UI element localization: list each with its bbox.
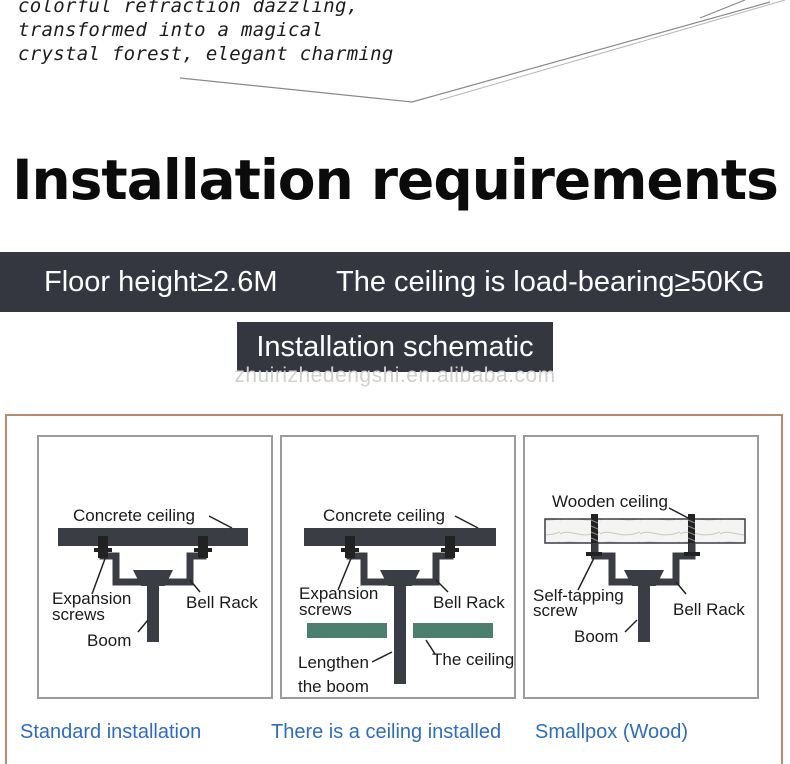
schematic-diagrams: Concrete ceiling Expansion screws Bell R… <box>37 435 759 699</box>
expansion-screw-left <box>98 536 108 558</box>
panel-2-rack-label: Bell Rack <box>433 593 505 612</box>
panel-3-boom-label: Boom <box>574 627 618 646</box>
caption-wood: Smallpox (Wood) <box>535 721 689 743</box>
panel-2-boom-label-1: Lengthen <box>298 653 369 672</box>
false-ceiling-left <box>307 623 387 638</box>
panel-1-rack-label: Bell Rack <box>186 593 258 612</box>
boom-rod-3 <box>638 586 650 642</box>
decorative-callout-lines <box>179 0 786 103</box>
false-ceiling-right <box>413 623 493 638</box>
panel-3-screw-label-2: screw <box>533 601 578 620</box>
concrete-ceiling-slab <box>58 528 248 546</box>
panel-3-rack-label: Bell Rack <box>673 600 745 619</box>
schematic-frame <box>5 414 783 764</box>
panel-3-border <box>523 435 759 699</box>
panel-3-diagram: Wooden ceiling Self-tapping screw Bell R… <box>533 492 746 646</box>
panel-2-false-ceiling-label: The ceiling <box>432 650 514 669</box>
concrete-ceiling-slab-2 <box>304 528 496 546</box>
panel-3-screw-label-1: Self-tapping <box>533 586 624 605</box>
self-tapping-screw-left <box>591 514 598 558</box>
panel-1-border <box>37 435 273 699</box>
watermark: zhuirizhedengshi.en.alibaba.com <box>234 364 556 387</box>
panel-1-ceiling-label: Concrete ceiling <box>73 506 195 525</box>
intro-line-3: crystal forest, elegant charming <box>18 43 394 65</box>
self-tapping-screw-right <box>688 514 695 558</box>
panel-2-screw-label-1: Expansion <box>299 584 378 603</box>
panel-3-ceiling-label: Wooden ceiling <box>552 492 668 511</box>
caption-ceiling-installed: There is a ceiling installed <box>271 721 502 743</box>
expansion-screw-right <box>198 536 208 558</box>
panel-1-screw-label-2: screws <box>52 605 105 624</box>
panel-1-screw-label-1: Expansion <box>52 589 131 608</box>
ceiling-load-requirement: The ceiling is load-bearing≥50KG <box>336 266 765 298</box>
requirements-band: Floor height≥2.6M The ceiling is load-be… <box>0 252 790 312</box>
panel-2-diagram: Concrete ceiling Expansion screws Bell R… <box>298 506 514 696</box>
boom-rod <box>147 586 159 642</box>
panel-1-boom-label: Boom <box>87 631 131 650</box>
wooden-ceiling-board <box>544 518 746 544</box>
panel-1-diagram: Concrete ceiling Expansion screws Bell R… <box>52 506 258 650</box>
intro-text: colorful refraction dazzling, transforme… <box>18 0 438 66</box>
lengthened-boom-rod <box>394 586 406 684</box>
canopy-cup <box>133 570 173 586</box>
page-title: Installation requirements <box>12 148 779 212</box>
panel-2-boom-label-2: the boom <box>298 677 369 696</box>
schematic-title: Installation schematic <box>237 322 553 372</box>
caption-standard-installation: Standard installation <box>20 721 202 743</box>
intro-line-2: transformed into a magical <box>18 19 324 41</box>
panel-2-screw-label-2: screws <box>299 600 352 619</box>
intro-line-1: colorful refraction dazzling, <box>18 0 359 17</box>
panel-2-border <box>280 435 516 699</box>
floor-height-requirement: Floor height≥2.6M <box>44 266 278 298</box>
panel-2-ceiling-label: Concrete ceiling <box>323 506 445 525</box>
